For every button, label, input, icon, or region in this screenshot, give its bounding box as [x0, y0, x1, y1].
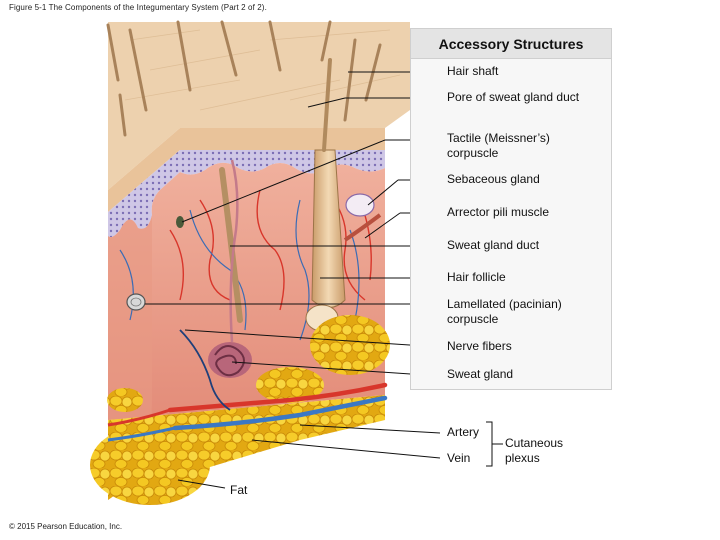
tactile-corpuscle	[176, 216, 184, 228]
label-sweat-gland: Sweat gland	[447, 367, 514, 381]
label-nerve-fibers: Nerve fibers	[447, 339, 512, 353]
hair-shafts	[106, 20, 382, 137]
label-hair-shaft: Hair shaft	[447, 64, 499, 78]
leader-lines	[145, 71, 441, 489]
artery	[167, 382, 388, 413]
label-artery: Artery	[447, 425, 480, 439]
sebaceous-gland	[345, 193, 375, 217]
label-fat: Fat	[230, 483, 248, 497]
panel-title: Accessory Structures	[411, 29, 611, 59]
label-hair-follicle: Hair follicle	[447, 270, 506, 284]
label-lamellated-corpuscle: Lamellated (pacinian) corpuscle	[447, 297, 562, 326]
fat-cluster-mid	[256, 367, 324, 403]
label-tactile-corpuscle: Tactile (Meissner’s) corpuscle	[447, 131, 550, 160]
label-sebaceous-gland: Sebaceous gland	[447, 172, 540, 186]
figure-caption: Figure 5-1 The Components of the Integum…	[9, 3, 267, 12]
label-pore-of-sweat-gland-duct: Pore of sweat gland duct	[447, 90, 580, 104]
arrector-pili-muscle	[343, 213, 382, 242]
fat-cluster-upper	[310, 315, 390, 375]
copyright-notice: © 2015 Pearson Education, Inc.	[9, 522, 123, 531]
accessory-structures-panel: Accessory Structures	[410, 28, 612, 390]
label-sweat-gland-duct: Sweat gland duct	[447, 238, 540, 252]
fat-cluster-lower	[90, 425, 210, 505]
lamellated-corpuscle	[126, 293, 146, 311]
epidermis-layer	[108, 128, 385, 212]
main-hair-shaft	[322, 58, 332, 152]
nerve-fibers	[179, 329, 231, 411]
fat-layer	[108, 395, 385, 500]
label-arrector-pili-muscle: Arrector pili muscle	[447, 205, 550, 219]
nerve-network	[119, 199, 360, 341]
vein	[172, 395, 388, 431]
sweat-gland-duct	[229, 159, 239, 343]
sweat-gland	[208, 342, 252, 378]
cutaneous-plexus-bracket	[486, 421, 503, 467]
label-cutaneous-plexus: Cutaneous plexus	[505, 436, 564, 465]
label-vein: Vein	[447, 451, 471, 465]
